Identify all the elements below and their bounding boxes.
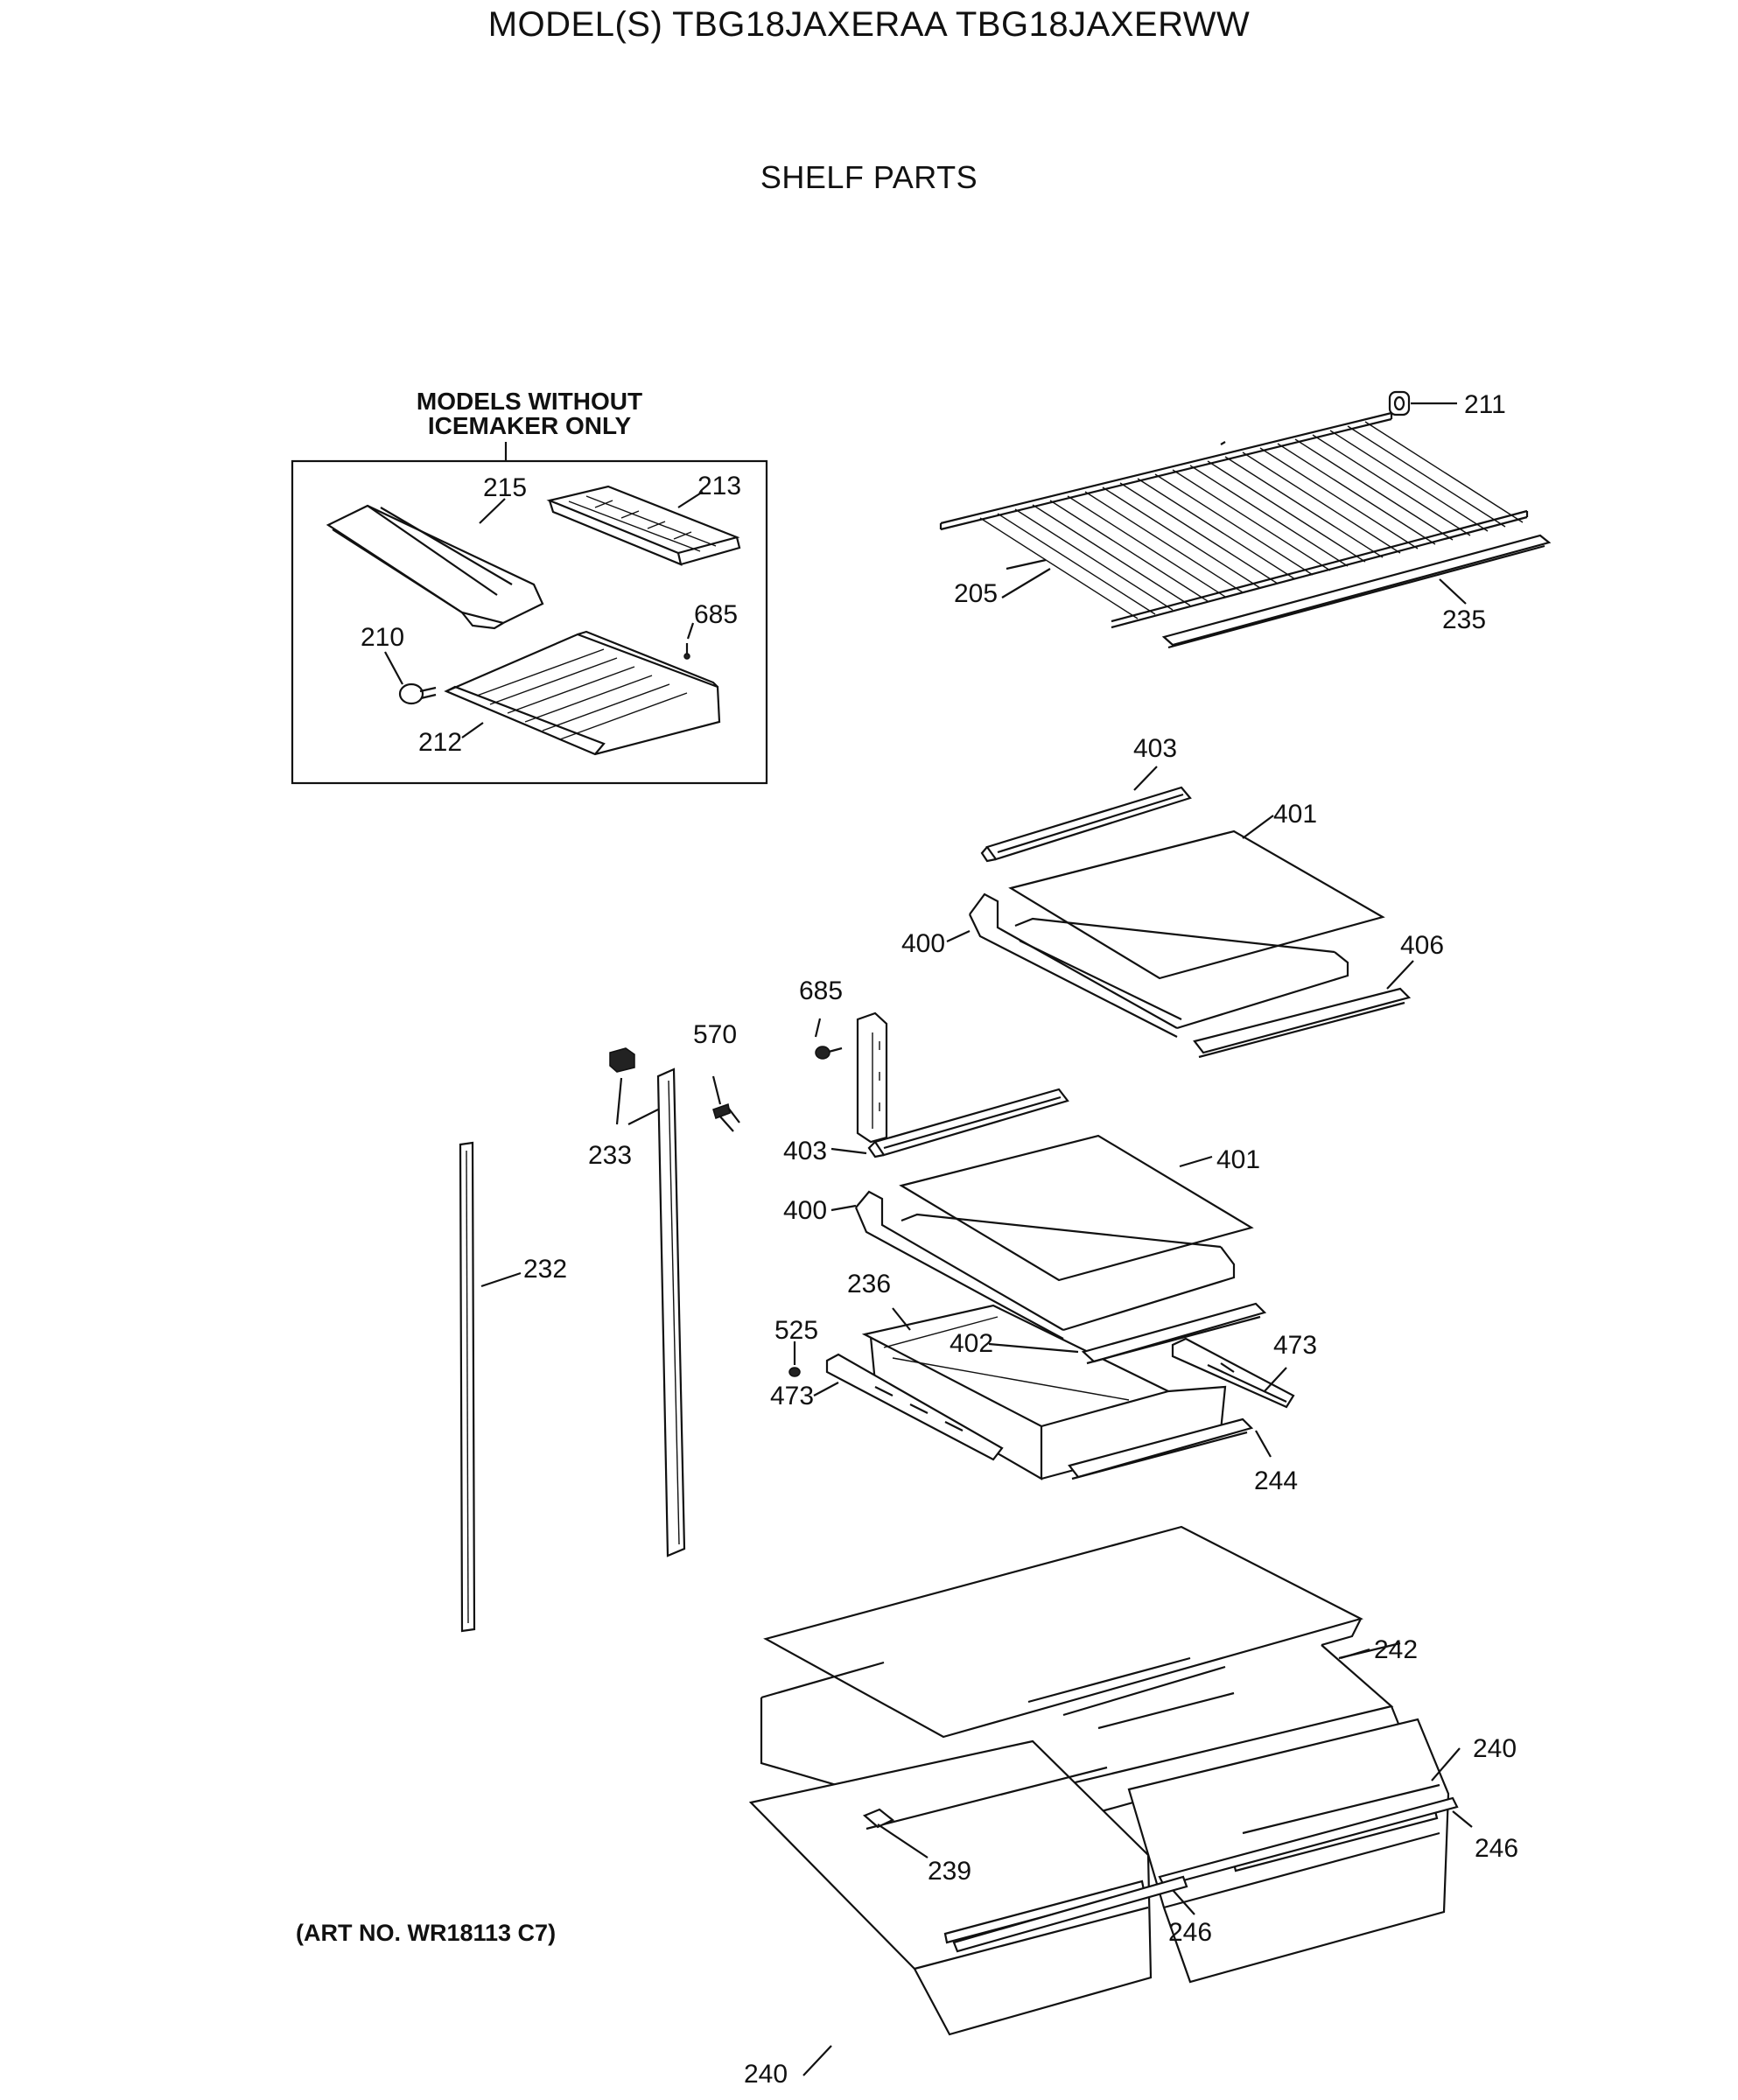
label-525: 525 bbox=[774, 1316, 818, 1345]
label-685: 685 bbox=[799, 976, 843, 1005]
hardware-group: 685 570 233 232 bbox=[459, 976, 888, 1633]
part-233-rail bbox=[656, 1068, 686, 1558]
label-246-left: 246 bbox=[1168, 1918, 1212, 1947]
part-211-clip: 211 bbox=[1388, 390, 1506, 419]
part-215-bin bbox=[326, 504, 544, 630]
label-244: 244 bbox=[1254, 1466, 1298, 1495]
part-403-upper-trim: 403 bbox=[980, 734, 1192, 863]
label-570: 570 bbox=[693, 1020, 737, 1049]
label-239: 239 bbox=[928, 1857, 971, 1886]
part-246-right-bar: 246 bbox=[1158, 1796, 1518, 1887]
label-240-right: 240 bbox=[1473, 1734, 1517, 1763]
pan-assembly: 236 402 473 525 473 24 bbox=[770, 1270, 1317, 1495]
part-205-wire-shelf: 205 bbox=[939, 411, 1529, 629]
part-685-screw-inset bbox=[683, 643, 690, 660]
part-212-holder bbox=[444, 630, 721, 756]
part-244-trim: 244 bbox=[1068, 1418, 1298, 1495]
label-210: 210 bbox=[361, 623, 404, 652]
part-bracket bbox=[856, 1012, 888, 1144]
part-406-front-trim: 406 bbox=[1193, 931, 1444, 1059]
label-205: 205 bbox=[954, 579, 998, 608]
label-232: 232 bbox=[523, 1255, 567, 1284]
label-403-upper: 403 bbox=[1133, 734, 1177, 763]
inset-box bbox=[291, 459, 768, 785]
label-403-lower: 403 bbox=[783, 1137, 827, 1166]
label-240-left: 240 bbox=[744, 2060, 788, 2089]
label-473-right: 473 bbox=[1273, 1331, 1317, 1360]
part-473-slide-right: 473 bbox=[1171, 1331, 1317, 1409]
part-403-lower-trim: 403 bbox=[783, 1088, 1069, 1166]
label-212: 212 bbox=[418, 728, 462, 757]
label-473-left: 473 bbox=[770, 1382, 814, 1410]
lower-glass-shelf: 403 401 400 bbox=[783, 1088, 1260, 1340]
part-401-upper-glass: 401 bbox=[1008, 800, 1385, 980]
label-235: 235 bbox=[1442, 606, 1486, 634]
part-402-trim: 402 bbox=[950, 1302, 1267, 1365]
wire-shelf-assembly: 211 205 235 bbox=[939, 390, 1552, 649]
part-233-clip: 233 bbox=[588, 1047, 659, 1170]
part-685-screw: 685 bbox=[799, 976, 843, 1060]
label-400-lower: 400 bbox=[783, 1196, 827, 1225]
part-239-rod: 239 bbox=[862, 1808, 971, 1886]
part-401-lower-glass: 401 bbox=[899, 1134, 1260, 1282]
inset-caption: MODELS WITHOUT ICEMAKER ONLY bbox=[368, 389, 691, 438]
label-401-upper: 401 bbox=[1273, 800, 1317, 829]
label-233: 233 bbox=[588, 1141, 632, 1170]
label-401-lower: 401 bbox=[1216, 1145, 1260, 1174]
part-235-trim: 235 bbox=[1161, 534, 1552, 649]
part-236-pan: 236 bbox=[847, 1270, 1227, 1480]
label-215: 215 bbox=[483, 473, 527, 502]
crisper-assembly: 242 240 246 240 246 23 bbox=[744, 1525, 1518, 2089]
part-525-screw: 525 bbox=[774, 1316, 818, 1377]
icemaker-inset: 215 213 210 685 212 bbox=[291, 442, 768, 785]
part-473-slide-left: 473 bbox=[770, 1353, 1004, 1461]
inset-caption-line1: MODELS WITHOUT bbox=[416, 388, 643, 415]
label-236: 236 bbox=[847, 1270, 891, 1298]
part-210-screw bbox=[398, 682, 437, 705]
label-213: 213 bbox=[697, 472, 741, 500]
upper-glass-shelf: 403 401 400 406 bbox=[901, 734, 1444, 1059]
label-211: 211 bbox=[1464, 390, 1506, 419]
part-240-left-bin: 240 bbox=[744, 1740, 1153, 2089]
part-570-screw: 570 bbox=[693, 1020, 740, 1132]
part-400-upper-frame: 400 bbox=[901, 892, 1349, 1038]
label-685-inset: 685 bbox=[694, 600, 738, 629]
part-400-lower-frame: 400 bbox=[783, 1190, 1236, 1340]
label-246-right: 246 bbox=[1475, 1834, 1518, 1863]
model-title: MODEL(S) TBG18JAXERAA TBG18JAXERWW bbox=[487, 5, 1251, 44]
part-213-tray bbox=[546, 485, 741, 566]
label-400-upper: 400 bbox=[901, 929, 945, 958]
label-406: 406 bbox=[1400, 931, 1444, 960]
label-402: 402 bbox=[950, 1329, 993, 1358]
art-number: (ART NO. WR18113 C7) bbox=[296, 1920, 557, 1946]
part-246-left-bar: 246 bbox=[952, 1875, 1212, 1953]
section-title: SHELF PARTS bbox=[760, 159, 978, 195]
inset-caption-line2: ICEMAKER ONLY bbox=[427, 412, 632, 439]
label-242: 242 bbox=[1374, 1635, 1418, 1664]
part-232-rail: 232 bbox=[459, 1141, 567, 1633]
